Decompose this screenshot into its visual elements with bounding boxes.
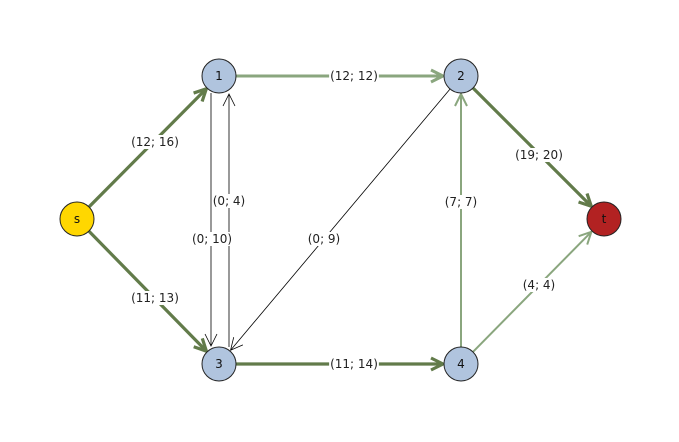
edge-label: (11; 14) (330, 357, 378, 371)
node-circle (443, 58, 479, 94)
edge-2-3[interactable] (230, 88, 451, 351)
edge-1-3[interactable] (204, 93, 218, 347)
edge-3-1[interactable] (222, 93, 236, 347)
label-background (211, 194, 247, 208)
node-label: 2 (457, 69, 465, 83)
node-2[interactable]: 2 (443, 58, 479, 94)
label-background (130, 135, 180, 149)
node-label: 4 (457, 357, 465, 371)
arrowhead-icon (430, 68, 447, 84)
node-3[interactable]: 3 (201, 346, 237, 382)
arrowhead-icon (193, 86, 209, 103)
label-background (190, 232, 234, 246)
node-label: s (74, 212, 80, 226)
edge-label: (12; 16) (131, 135, 179, 149)
node-label: 3 (215, 357, 223, 371)
arrowhead-icon (578, 193, 594, 209)
node-s[interactable]: s (59, 201, 95, 237)
label-background (514, 148, 564, 162)
arrowhead-icon (204, 333, 218, 347)
edge-line (230, 88, 451, 351)
label-background (329, 69, 379, 83)
edge-line (471, 86, 593, 208)
arrowhead-icon (230, 337, 244, 351)
node-circle (586, 201, 622, 237)
edge-label: (11; 13) (131, 291, 179, 305)
node-label: t (602, 212, 607, 226)
node-circle (201, 346, 237, 382)
edge-label: (0; 10) (192, 232, 232, 246)
edge-label: (0; 9) (308, 232, 341, 246)
node-label: 1 (215, 69, 223, 83)
edge-2-t[interactable] (471, 86, 594, 209)
label-background (443, 195, 479, 209)
edge-label: (12; 12) (330, 69, 378, 83)
arrowhead-icon (578, 230, 593, 245)
label-background (521, 278, 557, 292)
arrowhead-icon (454, 91, 468, 107)
edge-label: (0; 4) (213, 194, 246, 208)
node-circle (59, 201, 95, 237)
edge-4-2[interactable] (454, 91, 468, 347)
label-background (306, 232, 342, 246)
edge-label: (4; 4) (523, 278, 556, 292)
node-circle (201, 58, 237, 94)
node-circle (443, 346, 479, 382)
arrowhead-icon (222, 93, 236, 107)
edge-label: (7; 7) (445, 195, 478, 209)
label-background (130, 291, 180, 305)
node-t[interactable]: t (586, 201, 622, 237)
arrowhead-icon (193, 337, 209, 354)
label-background (329, 357, 379, 371)
node-4[interactable]: 4 (443, 346, 479, 382)
arrowhead-icon (430, 356, 447, 372)
node-1[interactable]: 1 (201, 58, 237, 94)
edge-label: (19; 20) (515, 148, 563, 162)
